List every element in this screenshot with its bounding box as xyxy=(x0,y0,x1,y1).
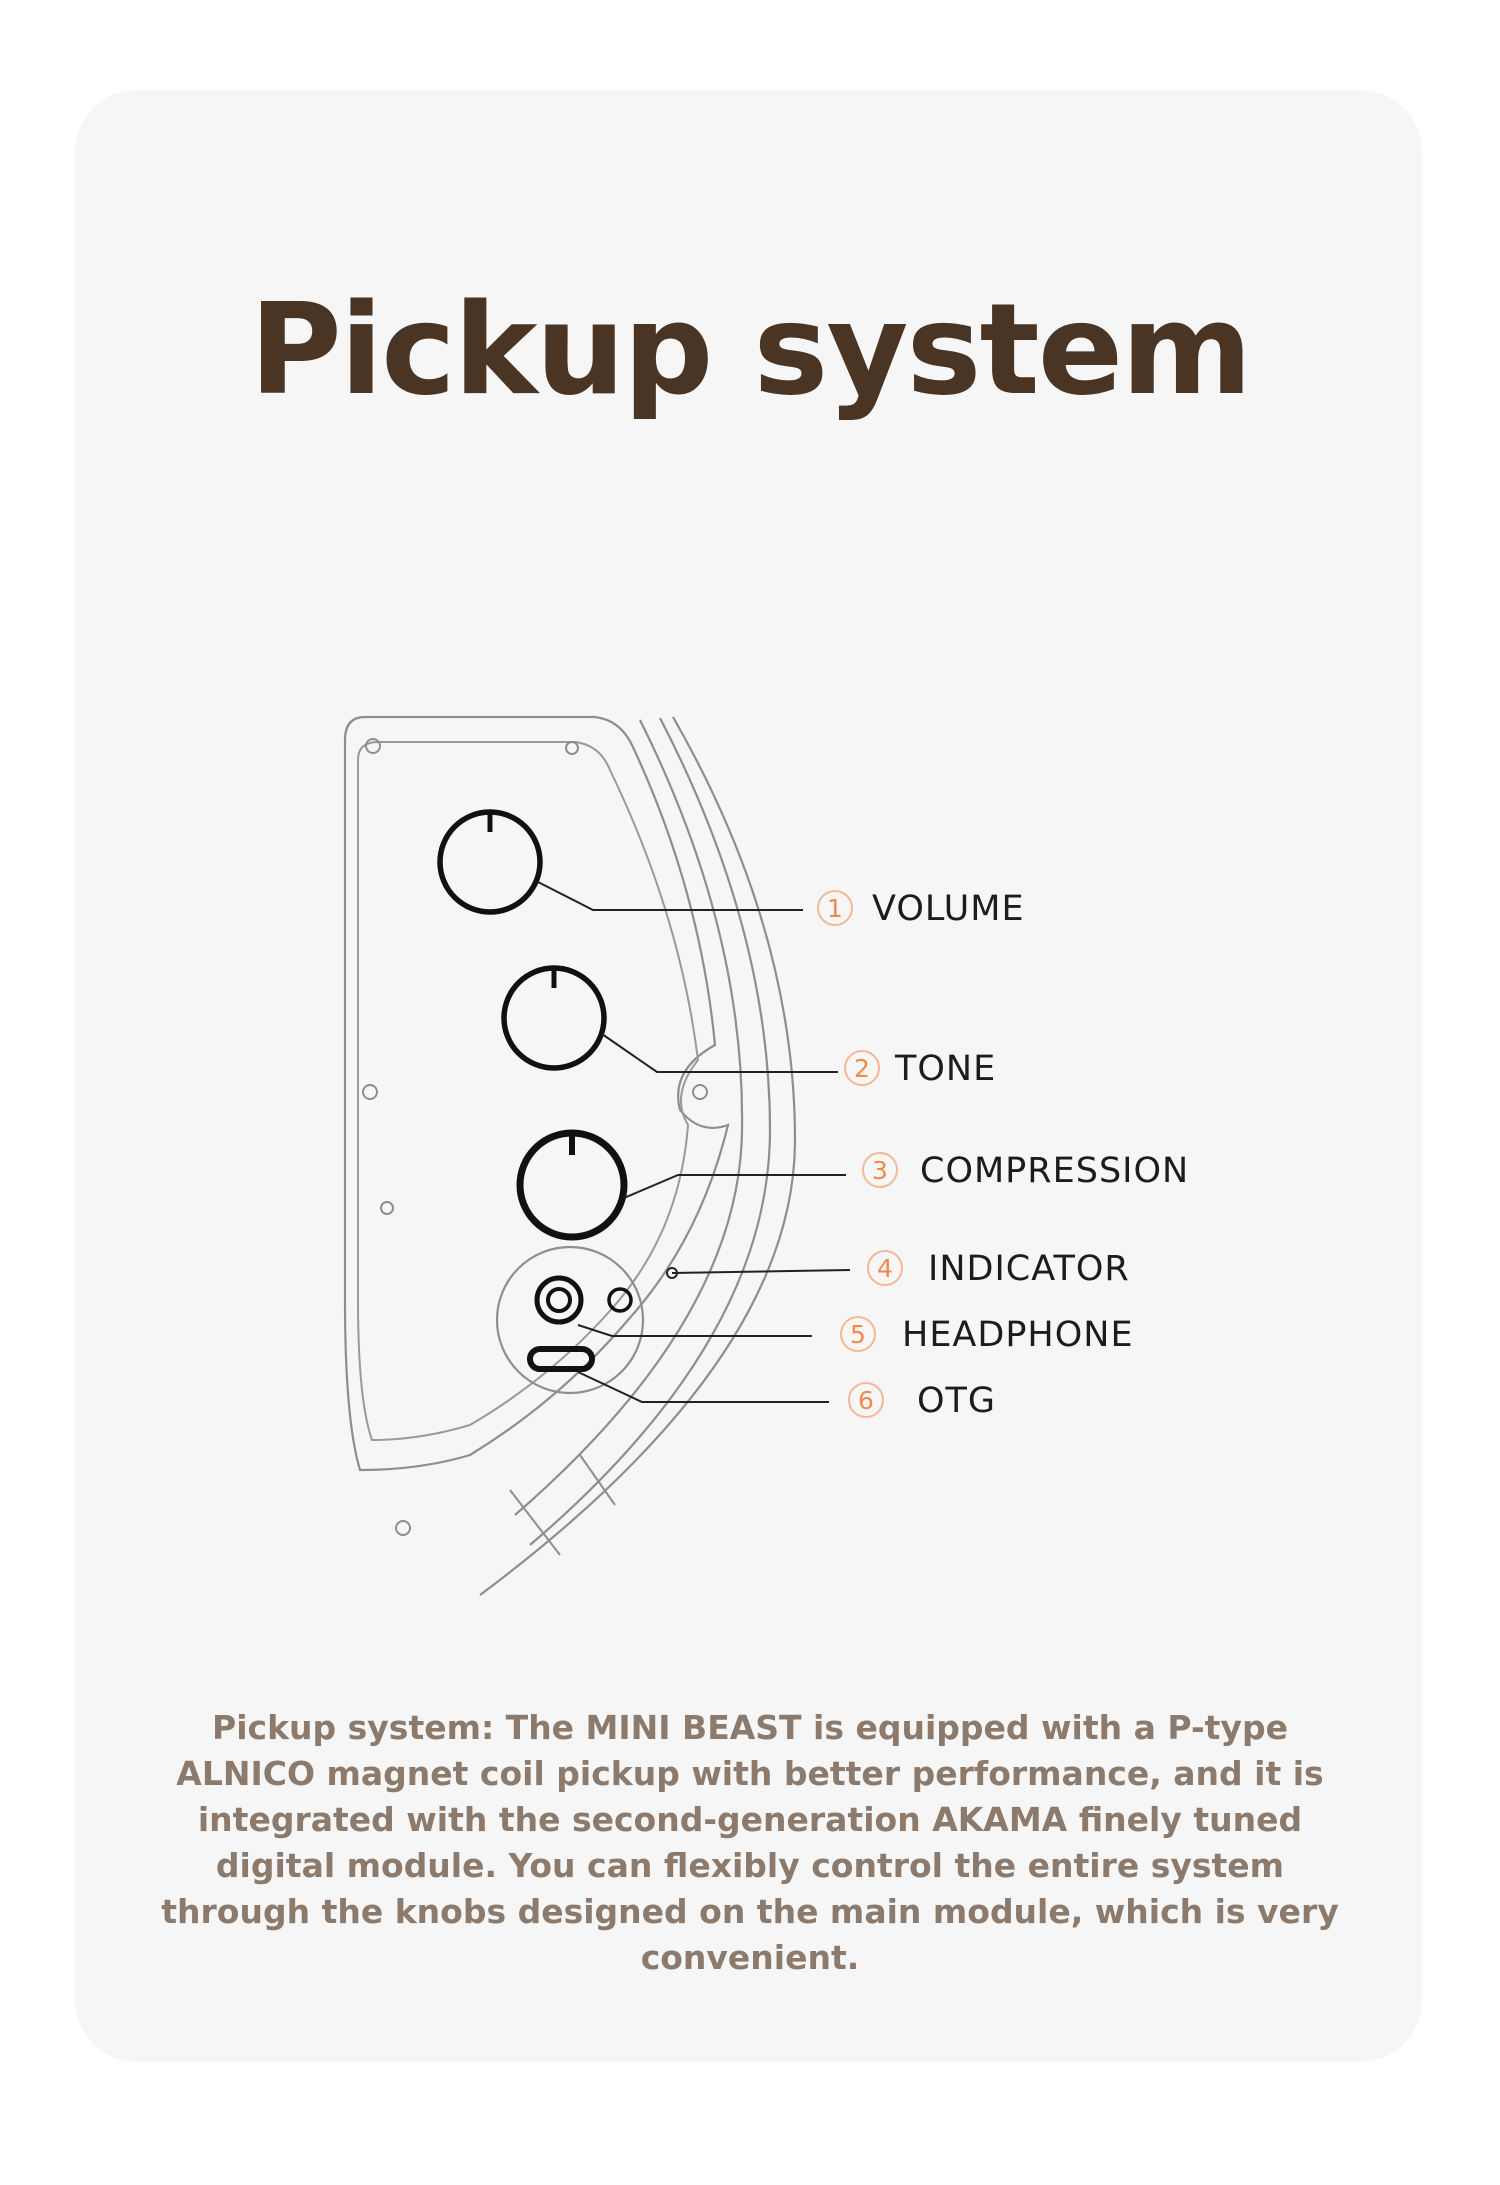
callout-label: VOLUME xyxy=(872,889,1025,929)
callout-tone: 2 TONE xyxy=(844,1049,996,1089)
content-card xyxy=(75,90,1422,2062)
body-curve-2 xyxy=(529,717,772,1546)
screw-hole xyxy=(692,1084,708,1100)
leader-line-tone xyxy=(601,1033,838,1073)
leader-line-compression xyxy=(623,1174,846,1199)
callout-otg: 6 OTG xyxy=(848,1381,996,1421)
screw-hole xyxy=(395,1520,411,1536)
callout-label: HEADPHONE xyxy=(902,1315,1134,1355)
svg-text:1: 1 xyxy=(827,894,843,923)
leader-line-headphone xyxy=(577,1324,812,1337)
indicator-led xyxy=(607,1287,633,1313)
leader-line-volume xyxy=(537,881,803,911)
page-title: Pickup system xyxy=(249,276,1253,423)
svg-text:5: 5 xyxy=(850,1320,866,1349)
body-curve-3 xyxy=(479,716,797,1596)
compression-knob[interactable] xyxy=(516,1129,628,1241)
callout-label: OTG xyxy=(917,1381,996,1421)
plate-outer-outline xyxy=(343,715,730,1472)
callout-label: INDICATOR xyxy=(928,1249,1130,1289)
description-text: Pickup system: The MINI BEAST is equippe… xyxy=(161,1708,1339,1977)
callout-compression: 3 COMPRESSION xyxy=(862,1151,1189,1191)
svg-text:2: 2 xyxy=(854,1054,870,1083)
screw-hole xyxy=(365,738,381,754)
volume-knob[interactable] xyxy=(437,809,543,915)
screw-hole xyxy=(380,1201,394,1215)
callout-label: TONE xyxy=(894,1049,996,1089)
body-curve-1 xyxy=(514,719,744,1516)
svg-text:4: 4 xyxy=(877,1254,893,1283)
callout-indicator: 4 INDICATOR xyxy=(867,1249,1130,1289)
tone-knob[interactable] xyxy=(501,965,607,1071)
callout-volume: 1 VOLUME xyxy=(817,889,1025,929)
leader-line-otg xyxy=(577,1371,829,1403)
plate-inner-outline xyxy=(357,741,700,1442)
svg-text:3: 3 xyxy=(872,1156,888,1185)
jack-plate xyxy=(495,1245,645,1395)
callout-label: COMPRESSION xyxy=(920,1151,1189,1191)
headphone-jack[interactable] xyxy=(534,1275,584,1325)
svg-text:6: 6 xyxy=(858,1386,874,1415)
leader-line-indicator xyxy=(671,1269,851,1274)
screw-hole xyxy=(362,1084,378,1100)
callout-headphone: 5 HEADPHONE xyxy=(840,1315,1134,1355)
screw-hole xyxy=(565,741,579,755)
otg-port[interactable] xyxy=(527,1346,595,1372)
